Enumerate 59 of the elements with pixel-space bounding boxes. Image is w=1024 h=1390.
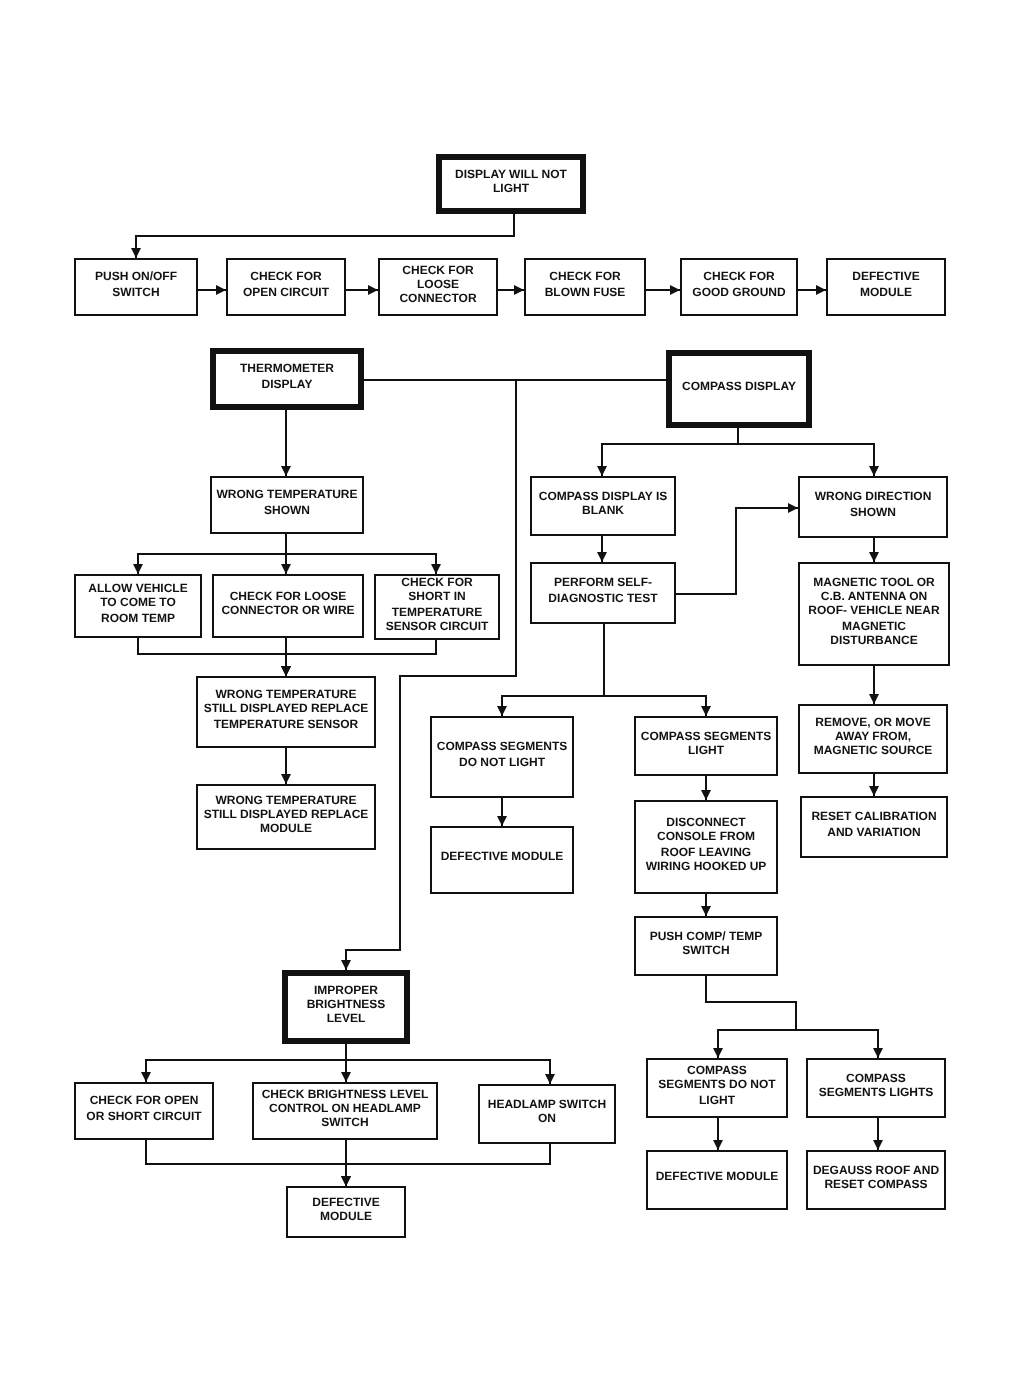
process-box	[210, 476, 364, 534]
arrow	[197, 285, 227, 295]
heading-box	[666, 350, 812, 428]
arrow	[341, 1143, 551, 1187]
process-box	[196, 676, 376, 748]
arrow	[869, 537, 879, 563]
arrow	[131, 213, 515, 259]
arrow	[345, 1043, 555, 1085]
heading-box	[210, 348, 364, 410]
process-box	[798, 562, 950, 666]
process-box	[378, 258, 498, 316]
arrow	[597, 535, 607, 563]
arrow	[701, 775, 711, 801]
arrow	[281, 747, 291, 785]
process-box	[826, 258, 946, 316]
process-box	[430, 826, 574, 894]
arrow	[713, 1117, 723, 1151]
process-box	[212, 574, 364, 638]
process-box	[74, 1082, 214, 1140]
arrow	[701, 893, 711, 917]
arrow	[645, 285, 681, 295]
process-box	[634, 916, 778, 976]
arrow	[341, 379, 517, 971]
arrow	[281, 639, 437, 677]
arrow	[797, 285, 827, 295]
process-box	[530, 562, 676, 624]
arrow	[603, 623, 711, 717]
arrow	[497, 797, 507, 827]
process-box	[634, 800, 778, 894]
process-box	[524, 258, 646, 316]
heading-box	[436, 154, 586, 214]
process-box	[478, 1084, 616, 1144]
process-box	[74, 574, 202, 638]
process-box	[646, 1150, 788, 1210]
arrow	[737, 427, 879, 477]
process-box	[806, 1150, 946, 1210]
process-box	[798, 704, 948, 774]
process-box	[530, 476, 676, 536]
process-box	[680, 258, 798, 316]
process-box	[226, 258, 346, 316]
process-box	[634, 716, 778, 776]
arrow	[869, 773, 879, 797]
arrow	[873, 1117, 883, 1151]
process-box	[74, 258, 198, 316]
arrow	[497, 285, 525, 295]
process-box	[286, 1186, 406, 1238]
process-box	[646, 1058, 788, 1118]
process-box	[806, 1058, 946, 1118]
process-box	[430, 716, 574, 798]
process-box	[798, 476, 948, 538]
heading-box	[282, 970, 410, 1044]
arrow	[705, 975, 883, 1059]
arrow	[869, 665, 879, 705]
arrow	[281, 409, 291, 477]
arrow	[345, 285, 379, 295]
process-box	[800, 796, 948, 858]
process-box	[196, 784, 376, 850]
process-box	[374, 574, 500, 640]
arrow	[675, 503, 799, 595]
